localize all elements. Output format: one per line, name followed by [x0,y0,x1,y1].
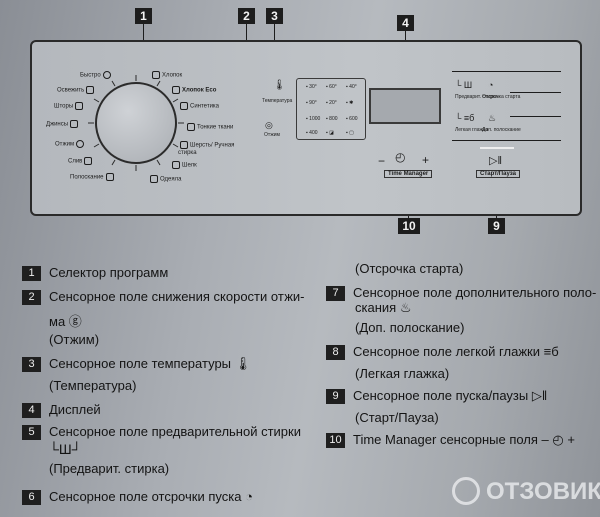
program-label: Хлопок Eco [170,86,216,94]
start-pause-icon: ▷‖ [532,388,547,403]
program-label: Быстро [80,71,113,79]
temperature-label: Температура [262,98,292,104]
grid-value: ▪ 40° [346,84,357,90]
curtain-icon [75,102,83,110]
program-label: Полоскание [70,173,116,181]
wool-icon [180,141,188,149]
thermometer-icon: 🌡 [235,356,252,371]
grid-value: ▪ 600 [346,116,358,122]
cotton-eco-icon [172,86,180,94]
callout-6-line [510,92,561,93]
legend-item-5-sub: (Предварит. стирка) [49,461,169,476]
program-label: Хлопок [150,71,182,79]
time-manager-icon: ◴ [395,150,405,164]
time-manager-plus-button[interactable]: + [422,153,429,167]
legend-item-2-sub: (Отжим) [49,332,99,347]
start-pause-button[interactable]: ▷‖ [489,154,502,167]
legend-item-8-sub: (Легкая глажка) [355,366,449,381]
legend-item-7-sub: (Доп. полоскание) [355,320,464,335]
grid-value: ▪ 800 [326,116,338,122]
legend-item-3-sub: (Температура) [49,378,136,393]
callout-2: 2 [238,8,255,24]
callout-10: 10 [398,218,420,234]
silk-icon [172,161,180,169]
watermark-logo-icon [452,477,480,505]
time-manager-minus-button[interactable]: − [378,154,385,168]
grid-value: ▪ ▢ [346,130,354,136]
duvet-icon [150,175,158,183]
grid-value: ▪ 20° [326,100,337,106]
spin-icon: ⓖ [69,314,82,329]
synthetics-icon [180,102,188,110]
refresh-icon [86,86,94,94]
program-label: Шторы [54,102,85,110]
spin-label: Отжим [264,132,280,138]
extra-rinse-button[interactable]: ♨ [488,113,496,124]
start-pause-label: Старт/Пауза [476,170,520,178]
spin-icon [76,140,84,148]
grid-value: ▪ 30° [306,84,317,90]
rinse-icon [106,173,114,181]
jeans-icon [70,120,78,128]
prewash-button[interactable]: └ Ш [455,80,472,90]
callout-3: 3 [266,8,283,24]
drain-icon [84,157,92,165]
program-label: Освежить [57,86,96,94]
easy-iron-button[interactable]: └ ≡б [455,113,474,123]
grid-value: ▪ 400 [306,130,318,136]
time-manager-label: Time Manager [384,170,432,178]
delay-start-label: Отсрочка старта [482,94,520,100]
spin-button[interactable]: ◎ [265,120,273,131]
callout-5-line [452,71,561,72]
callout-8-line [452,140,561,141]
legend-item-9-sub: (Старт/Пауза) [355,410,439,425]
grid-value: ▪ 90° [306,100,317,106]
time-manager-icon: ◴ + [552,432,575,447]
legend-item-2-cont: ма ⓖ [49,311,82,330]
program-label: Джинсы [46,120,80,128]
callout-7-line [510,116,561,117]
delicates-icon [187,123,195,131]
delay-start-button[interactable]: ◔ [488,80,493,90]
program-label: Синтетика [178,102,219,110]
clock-icon: ◔ [245,489,253,504]
watermark: ОТЗОВИК [486,478,600,506]
legend-item-7-cont: скания ♨ [355,300,411,316]
callout-1: 1 [135,8,152,24]
program-label: Шелк [170,161,197,169]
cotton-icon [152,71,160,79]
program-label: Шерсть/ Ручная стирка [178,141,238,157]
legend-item-6-sub: (Отсрочка старта) [355,261,463,276]
grid-value: ▪ 1000 [306,116,320,122]
callout-9: 9 [488,218,505,234]
program-label: Тонкие ткани [185,123,233,131]
prewash-icon: └Ш┘ [49,441,82,457]
program-label: Одеяла [148,175,181,183]
program-label: Отжим [55,140,86,148]
easy-iron-icon: ≡б [544,344,559,359]
grid-value: ▪ ◪ [326,130,334,136]
start-indicator-bar [480,147,514,149]
temperature-button[interactable]: 🌡 [273,80,286,91]
grid-value: ▪ 60° [326,84,337,90]
program-label: Слив [68,157,94,165]
callout-4: 4 [397,15,414,31]
grid-value: ▪ ✱ [346,100,353,106]
rinse-icon: ♨ [400,300,412,315]
clock-icon [103,71,111,79]
display-screen [369,88,441,124]
extra-rinse-label: Доп. полоскание [482,127,521,133]
